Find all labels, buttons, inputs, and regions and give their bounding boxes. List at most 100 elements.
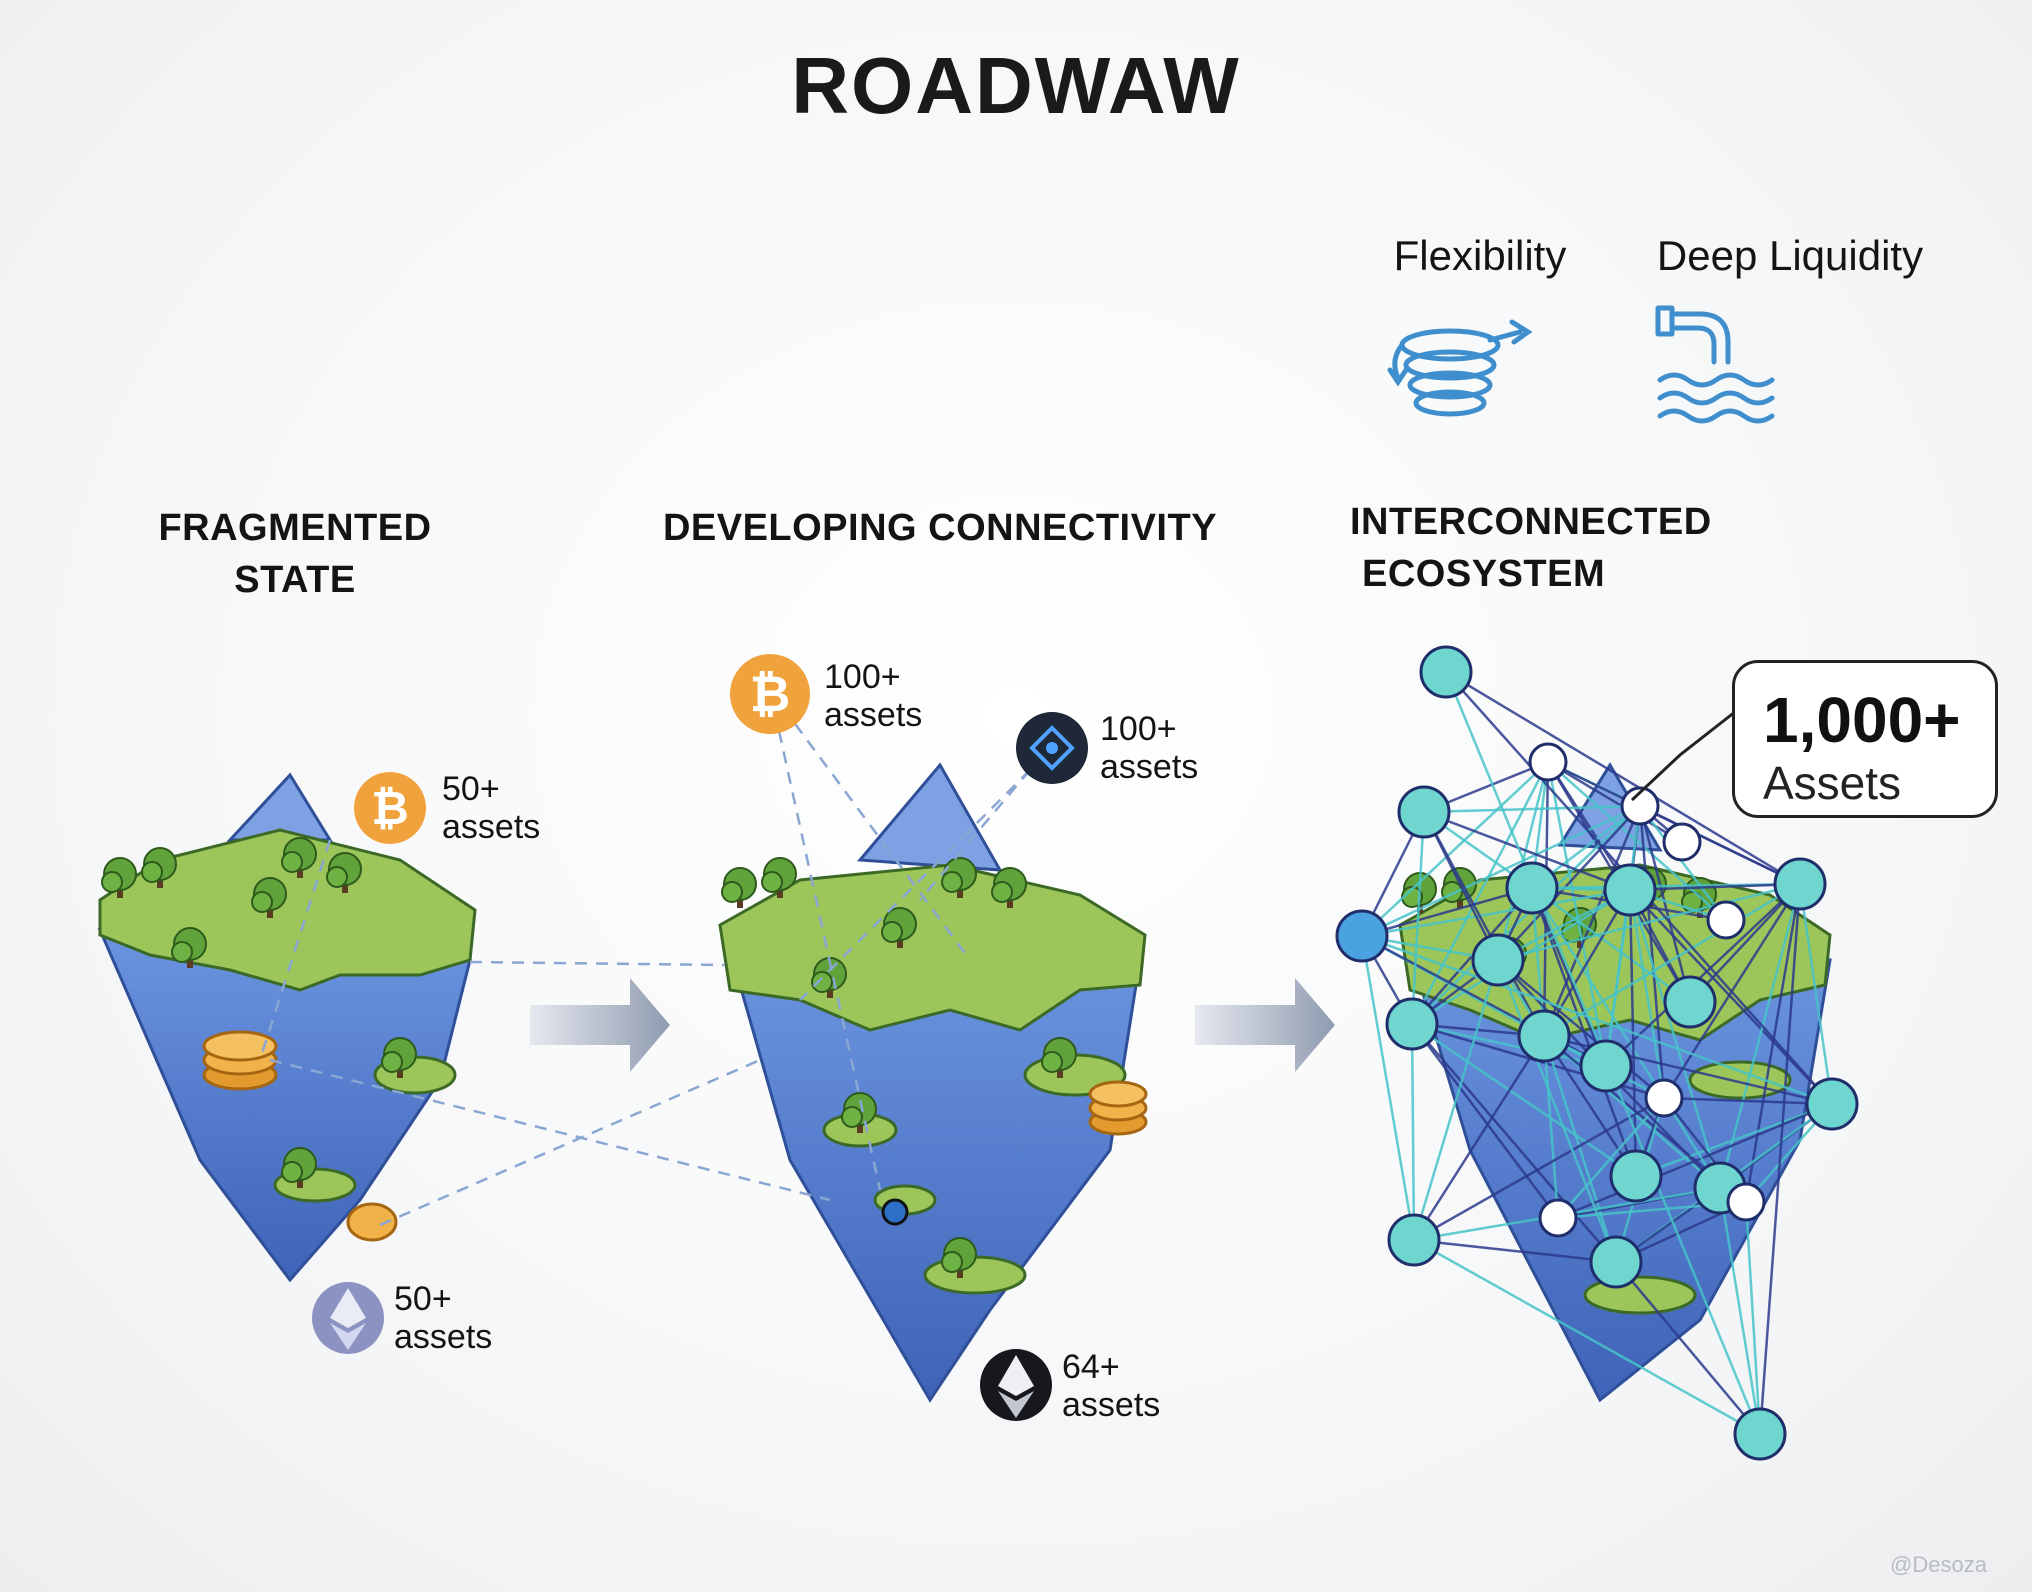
network-node xyxy=(1419,645,1473,699)
network-node xyxy=(1706,900,1746,940)
network-edge xyxy=(1542,805,1642,1037)
coin-stack-icon xyxy=(202,1030,278,1091)
network-node xyxy=(1335,909,1389,963)
stage-title-line: DEVELOPING CONNECTIVITY xyxy=(662,507,1218,549)
network-edge xyxy=(1411,1022,1637,1178)
asset-label-eth-fragmented: 50+ assets xyxy=(394,1280,492,1356)
network-edge xyxy=(1718,883,1802,1189)
island-fragmented xyxy=(97,772,477,1283)
svg-text:₿: ₿ xyxy=(750,666,791,722)
asset-label-btc-developing: 100+ assets xyxy=(824,658,922,734)
network-edge xyxy=(1361,804,1641,938)
diamond-token-icon xyxy=(1016,712,1088,784)
watermark: @Desoza xyxy=(1890,1552,1987,1577)
stage-title-line: INTERCONNECTED xyxy=(1350,501,1712,543)
network-edge xyxy=(1413,1096,1665,1242)
asset-unit: assets xyxy=(442,808,541,846)
ethereum-icon xyxy=(980,1349,1052,1421)
network-edge xyxy=(1410,761,1550,1025)
asset-count-callout: 1,000+ Assets xyxy=(1732,660,1998,818)
network-edge xyxy=(1744,883,1802,1203)
network-edge xyxy=(1628,889,1722,1189)
asset-count: 50+ xyxy=(394,1280,452,1318)
network-edge xyxy=(1496,959,1618,1263)
network-node xyxy=(1517,1009,1571,1063)
stage-title-line: ECOSYSTEM xyxy=(1362,553,1606,595)
network-node xyxy=(1528,742,1568,782)
network-node xyxy=(1609,1149,1663,1203)
network-node xyxy=(1397,785,1451,839)
network-edge xyxy=(1413,1238,1617,1264)
network-edge xyxy=(1798,883,1834,1105)
network-edge xyxy=(1758,883,1802,1435)
stage-title-line: STATE xyxy=(234,559,356,601)
asset-label-btc-fragmented: 50+ assets xyxy=(442,770,540,846)
network-nodes xyxy=(1335,645,1859,1461)
network-edge xyxy=(1557,1097,1665,1219)
network-edge xyxy=(1604,889,1632,1067)
stage-title-developing: DEVELOPING CONNECTIVITY xyxy=(640,502,1240,554)
network-node xyxy=(1589,1235,1643,1289)
network-node xyxy=(1387,1213,1441,1267)
network-edge xyxy=(1718,1187,1762,1435)
network-edge xyxy=(1411,1023,1617,1263)
network-edge xyxy=(1423,810,1631,892)
network-node xyxy=(1662,822,1702,862)
asset-count: 100+ xyxy=(1100,710,1177,748)
network-node xyxy=(1603,863,1657,917)
network-edge xyxy=(1412,1035,1546,1241)
network-edge xyxy=(1445,670,1801,886)
asset-count: 100+ xyxy=(824,658,901,696)
island-developing xyxy=(718,762,1148,1403)
feature-label-deep-liquidity: Deep Liquidity xyxy=(1656,232,1924,279)
svg-text:₿: ₿ xyxy=(371,782,409,834)
network-edge xyxy=(1542,1035,1618,1263)
network-edge xyxy=(1542,1035,1638,1177)
callout-unit: Assets xyxy=(1763,757,1902,809)
asset-count: 64+ xyxy=(1062,1348,1120,1386)
network-node xyxy=(1471,933,1525,987)
network-edge xyxy=(1615,1261,1761,1435)
progress-arrow-icon xyxy=(1195,978,1335,1072)
asset-unit: assets xyxy=(1100,748,1199,786)
network-edge xyxy=(1423,804,1641,814)
network-edge xyxy=(1629,882,1801,892)
coin-icon xyxy=(346,1202,398,1242)
asset-count: 50+ xyxy=(442,770,500,808)
network-node xyxy=(1805,1077,1859,1131)
connection-lines xyxy=(258,689,1031,1227)
network-edge xyxy=(1497,882,1801,962)
network-edge xyxy=(1361,761,1549,937)
coil-arrow-icon xyxy=(1387,319,1533,417)
network-edge xyxy=(1410,1023,1416,1241)
network-node xyxy=(1644,1078,1684,1118)
callout-count: 1,000+ xyxy=(1763,684,1961,756)
asset-label-token-developing: 100+ assets xyxy=(1100,710,1198,786)
page-title: ROADWAW xyxy=(791,41,1241,130)
network-edge xyxy=(1629,889,1833,1105)
network-node xyxy=(1505,861,1559,915)
bitcoin-icon: ₿ xyxy=(354,772,426,844)
pipe-water-icon xyxy=(1655,305,1775,424)
network-edge xyxy=(1360,935,1416,1241)
stage-title-interconnected: INTERCONNECTED ECOSYSTEM xyxy=(1350,496,1730,600)
network-node xyxy=(1733,1407,1787,1461)
network-edge xyxy=(1689,883,1801,1003)
network-node xyxy=(1385,997,1439,1051)
network-node xyxy=(1773,857,1827,911)
network-node xyxy=(1579,1039,1633,1093)
network-edge xyxy=(1639,805,1727,921)
network-edge xyxy=(1638,805,1692,1003)
network-edge xyxy=(1530,887,1666,1099)
network-edge xyxy=(1530,887,1608,1067)
network-edge xyxy=(1635,1102,1833,1178)
network-edge xyxy=(1422,811,1500,961)
network-edge xyxy=(1497,959,1665,1099)
network-edge xyxy=(1546,761,1608,1067)
network-edge xyxy=(1542,1035,1560,1219)
network-node xyxy=(1726,1182,1766,1222)
asset-unit: assets xyxy=(394,1318,493,1356)
network-edge xyxy=(1413,1238,1761,1436)
network-node xyxy=(1538,1198,1578,1238)
